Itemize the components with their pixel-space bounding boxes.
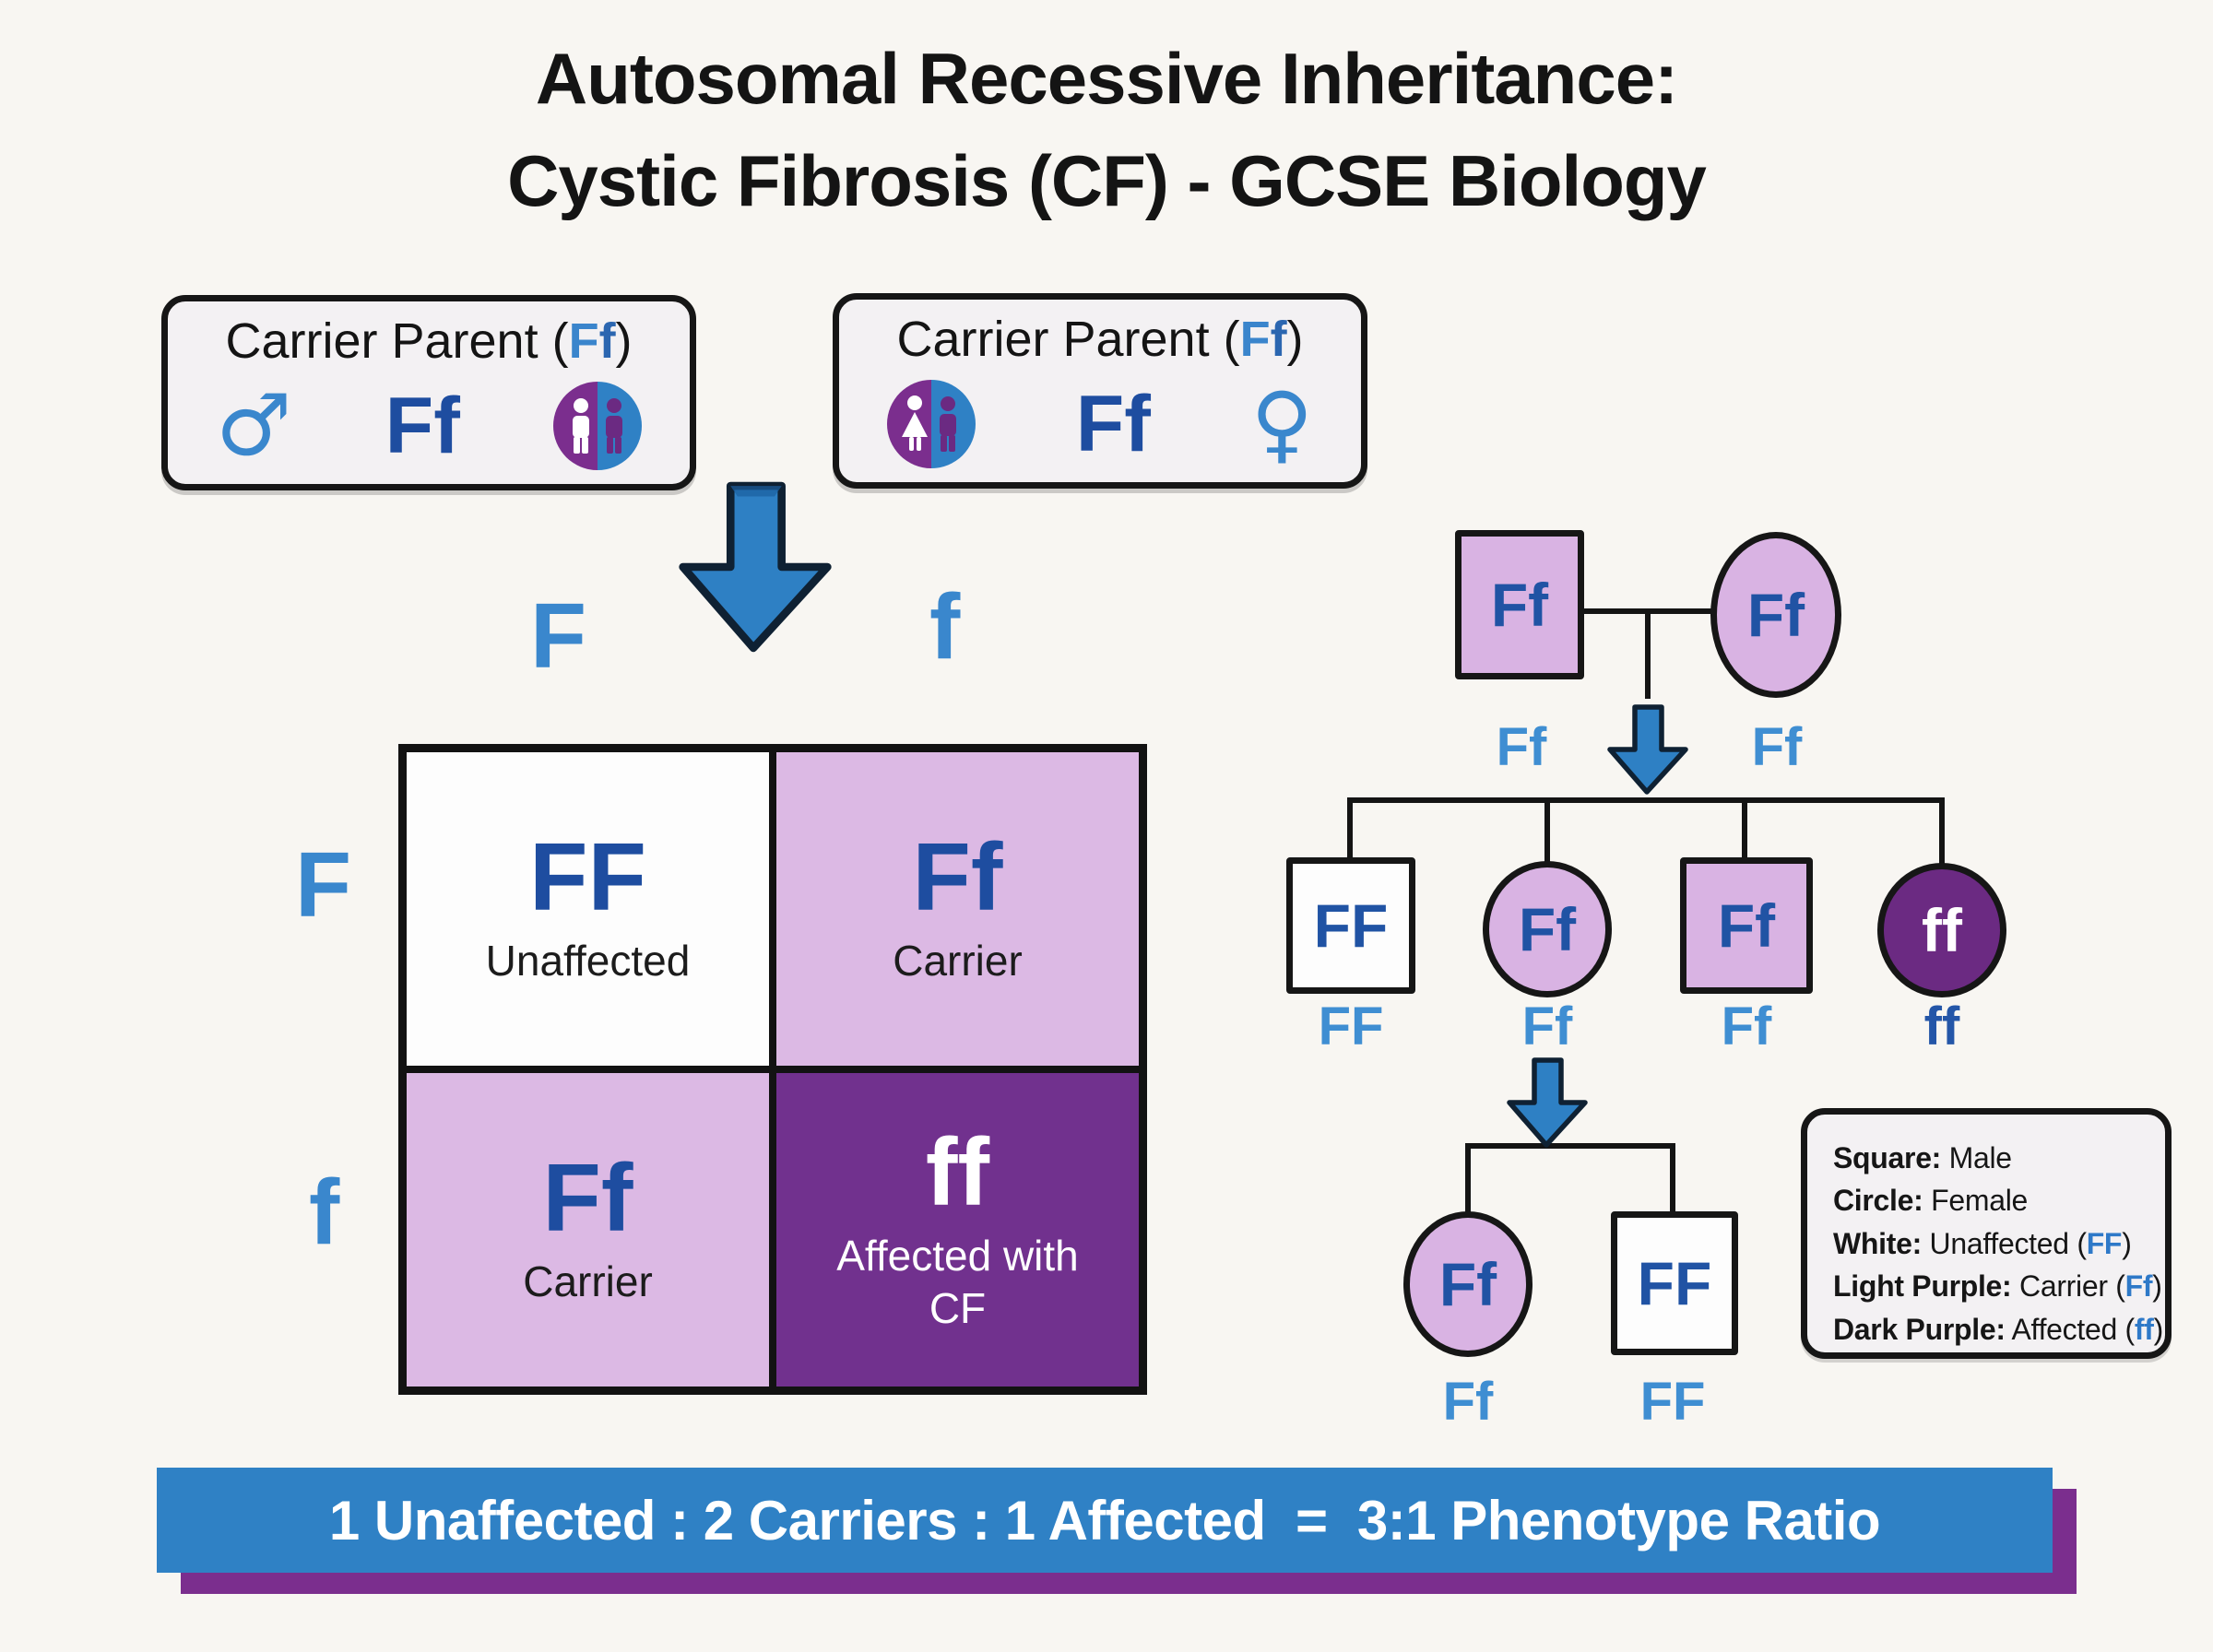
symbol-genotype: FF bbox=[1313, 891, 1389, 960]
punnett-col-header-F: F bbox=[530, 584, 587, 688]
pedigree-gen3-child1-label: Ff bbox=[1442, 1372, 1494, 1432]
pedigree-gen3-child2-square: FF bbox=[1611, 1211, 1738, 1355]
legend-box: Square: Male Circle: Female White: Unaff… bbox=[1801, 1108, 2172, 1359]
allele-f: f bbox=[1270, 312, 1287, 367]
pedigree-gen2-child4-label: ff bbox=[1923, 997, 1960, 1056]
pedigree-gen2-child2-circle: Ff bbox=[1483, 861, 1612, 997]
punnett-square: FF Unaffected Ff Carrier Ff Carrier ff A… bbox=[398, 744, 1147, 1395]
cell-phenotype: Unaffected bbox=[485, 937, 691, 985]
carrier-parent-box-female: Carrier Parent (Ff) bbox=[833, 293, 1367, 489]
allele-F: F bbox=[568, 313, 599, 369]
carrier-parent-box-male: Carrier Parent (Ff) ♂ Ff bbox=[161, 295, 696, 490]
symbol-genotype: Ff bbox=[1746, 581, 1805, 649]
legend-text: Male bbox=[1941, 1141, 2012, 1174]
pedigree-down-arrow-icon bbox=[1506, 1056, 1589, 1150]
punnett-row-header-f: f bbox=[309, 1161, 340, 1264]
cell-phenotype: Carrier bbox=[893, 937, 1023, 985]
legend-text: ) bbox=[2122, 1226, 2132, 1260]
legend-row-circle: Circle: Female bbox=[1833, 1179, 2139, 1221]
pedigree-gen1-father-square: Ff bbox=[1455, 530, 1584, 679]
cell-genotype: ff bbox=[925, 1118, 990, 1226]
cross-down-arrow-icon bbox=[676, 475, 834, 659]
legend-text: ) bbox=[2153, 1312, 2164, 1346]
male-symbol-icon: ♂ bbox=[216, 376, 292, 475]
symbol-genotype: Ff bbox=[1717, 891, 1776, 960]
legend-text: Unaffected ( bbox=[1921, 1226, 2087, 1260]
legend-text: Affected ( bbox=[2005, 1312, 2136, 1346]
pedigree-gen2-child3-label: Ff bbox=[1721, 997, 1772, 1056]
label-text: Carrier Parent ( bbox=[896, 312, 1240, 367]
allele-f: f bbox=[598, 313, 616, 369]
people-glyphs bbox=[902, 395, 956, 452]
punnett-cell-Ff-top: Ff Carrier bbox=[776, 752, 1139, 1066]
pedigree-gen2-child1-label: FF bbox=[1318, 997, 1384, 1056]
pedigree-down-arrow-icon bbox=[1606, 702, 1689, 796]
label-text: ) bbox=[615, 313, 633, 369]
legend-row-light-purple: Light Purple: Carrier (Ff) bbox=[1833, 1265, 2162, 1307]
carrier-parent-label: Carrier Parent (Ff) bbox=[839, 311, 1361, 368]
legend-term: Dark Purple: bbox=[1833, 1312, 2006, 1346]
label-text: Carrier Parent ( bbox=[225, 313, 569, 369]
legend-term: Light Purple: bbox=[1833, 1269, 2012, 1304]
pedigree-gen2-child2-label: Ff bbox=[1521, 997, 1573, 1056]
legend-term: Square: bbox=[1833, 1141, 1942, 1174]
pedigree-gen2-child1-square: FF bbox=[1286, 857, 1415, 994]
symbol-genotype: Ff bbox=[1518, 895, 1577, 963]
female-male-split-icon bbox=[887, 380, 976, 468]
title-line-1: Autosomal Recessive Inheritance: bbox=[535, 38, 1678, 119]
cell-phenotype: Carrier bbox=[523, 1257, 653, 1306]
legend-term: White: bbox=[1833, 1226, 1922, 1260]
carrier-parent-label: Carrier Parent (Ff) bbox=[168, 313, 690, 370]
symbol-genotype: FF bbox=[1637, 1249, 1712, 1317]
legend-row-square: Square: Male bbox=[1833, 1137, 2139, 1179]
symbol-genotype: Ff bbox=[1438, 1250, 1497, 1318]
legend-text: Carrier ( bbox=[2011, 1269, 2125, 1304]
legend-text: Female bbox=[1923, 1184, 2028, 1218]
parent-genotype: Ff bbox=[385, 382, 460, 470]
legend-row-dark-purple: Dark Purple: Affected (ff) bbox=[1833, 1308, 2163, 1351]
pedigree-gen3-child1-circle: Ff bbox=[1403, 1211, 1533, 1357]
legend-text: ) bbox=[2152, 1269, 2162, 1304]
cell-genotype: FF bbox=[528, 824, 647, 932]
pedigree-gen1-mother-circle: Ff bbox=[1710, 532, 1841, 698]
label-text: ) bbox=[1286, 312, 1304, 367]
legend-row-white: White: Unaffected (FF) bbox=[1833, 1222, 2139, 1265]
phenotype-ratio-banner: 1 Unaffected : 2 Carriers : 1 Affected =… bbox=[157, 1468, 2053, 1573]
legend-term: Circle: bbox=[1833, 1184, 1923, 1218]
cell-phenotype: Affected with CF bbox=[836, 1231, 1079, 1333]
punnett-row-header-F: F bbox=[295, 833, 352, 937]
ratio-text: 1 Unaffected : 2 Carriers : 1 Affected =… bbox=[328, 1489, 1881, 1552]
female-symbol-icon: ♀ bbox=[1250, 374, 1313, 473]
legend-genotype: FF bbox=[2086, 1226, 2123, 1260]
title-line-2: Cystic Fibrosis (CF) - GCSE Biology bbox=[507, 139, 1707, 221]
male-female-split-icon bbox=[553, 382, 642, 470]
punnett-cell-ff: ff Affected with CF bbox=[776, 1073, 1139, 1386]
legend-genotype: Ff bbox=[2124, 1269, 2153, 1304]
people-glyphs bbox=[573, 398, 622, 454]
punnett-cell-Ff-bottom: Ff Carrier bbox=[407, 1073, 769, 1386]
legend-genotype: ff bbox=[2134, 1312, 2154, 1346]
page-title: Autosomal Recessive Inheritance: Cystic … bbox=[0, 28, 2213, 232]
symbol-genotype: Ff bbox=[1490, 571, 1549, 639]
punnett-col-header-f: f bbox=[929, 575, 961, 678]
parent-genotype: Ff bbox=[1075, 380, 1151, 468]
symbol-genotype: ff bbox=[1922, 896, 1962, 964]
allele-F: F bbox=[1239, 312, 1271, 367]
pedigree-gen2-child3-square: Ff bbox=[1680, 857, 1813, 994]
pedigree-gen1-father-label: Ff bbox=[1496, 717, 1547, 777]
pedigree-gen3-child2-label: FF bbox=[1639, 1372, 1706, 1432]
punnett-cell-FF: FF Unaffected bbox=[407, 752, 769, 1066]
cell-genotype: Ff bbox=[912, 824, 1003, 932]
cell-genotype: Ff bbox=[542, 1145, 633, 1253]
pedigree-gen2-child4-circle: ff bbox=[1877, 863, 2006, 997]
pedigree-gen1-mother-label: Ff bbox=[1751, 717, 1803, 777]
